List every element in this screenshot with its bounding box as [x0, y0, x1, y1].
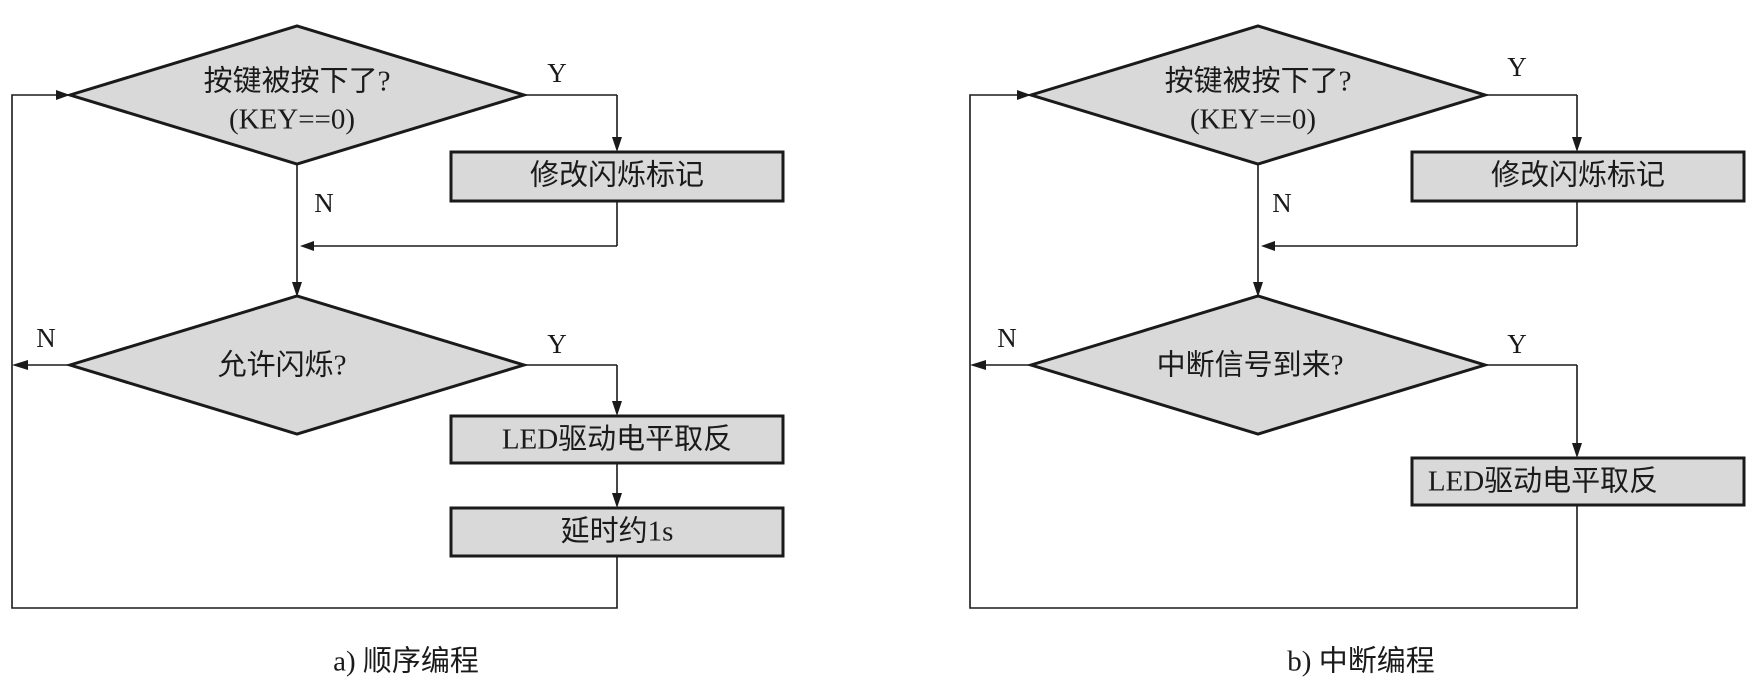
a-no1-arrow-down: [292, 282, 302, 297]
b-key-condition-label: (KEY==0): [1190, 104, 1316, 136]
b-yes2-arrow-down: [1572, 443, 1582, 458]
a-yes2-arrow-down: [612, 401, 622, 416]
a-no1-label: N: [314, 188, 334, 218]
b-process-modify-flag: [1410, 150, 1746, 203]
a-allow-blink-label: 允许闪烁?: [218, 349, 347, 382]
b-key-question-label: 按键被按下了?: [1165, 65, 1352, 98]
b-led-toggle-label: LED驱动电平取反: [1428, 465, 1658, 498]
a-loop-back-arrow-right: [56, 90, 70, 100]
b-no2-arrow-left: [970, 360, 986, 370]
a-led-toggle-label: LED驱动电平取反: [502, 423, 732, 456]
a-key-question-label: 按键被按下了?: [204, 65, 391, 98]
a-delay-label: 延时约1s: [561, 515, 674, 548]
a-loop-back-line: [11, 94, 618, 609]
a-no2-label: N: [36, 323, 56, 353]
b-caption: b) 中断编程: [1287, 645, 1434, 678]
a-yes1-label: Y: [547, 58, 567, 88]
b-no1-arrow-down: [1253, 282, 1263, 297]
a-process-modify-flag: [449, 150, 785, 203]
b-modify-flag-label: 修改闪烁标记: [1491, 159, 1665, 192]
b-yes1-label: Y: [1507, 52, 1527, 82]
b-no2-label: N: [997, 323, 1017, 353]
a-process-delay: [449, 506, 785, 558]
flowchart-a: 按键被按下了? (KEY==0) Y 修改闪烁标记 N 允许闪烁? N Y LE: [11, 24, 785, 678]
b-loop-back-arrow-right: [1017, 90, 1031, 100]
a-modify-flag-label: 修改闪烁标记: [530, 159, 704, 192]
flowchart-b: 按键被按下了? (KEY==0) Y 修改闪烁标记 N 中断信号到来? N Y: [969, 24, 1746, 678]
a-caption: a) 顺序编程: [333, 645, 479, 678]
a-key-condition-label: (KEY==0): [229, 104, 355, 136]
a-no2-arrow-left: [12, 360, 28, 370]
a-merge-arrow-left: [300, 241, 314, 251]
b-process-led-toggle: [1410, 456, 1746, 507]
b-merge-arrow-left: [1261, 241, 1275, 251]
b-yes2-label: Y: [1507, 329, 1527, 359]
b-yes1-arrow-down: [1572, 137, 1582, 152]
b-loop-back-line: [969, 94, 1578, 609]
a-yes2-label: Y: [547, 329, 567, 359]
b-interrupt-question-label: 中断信号到来?: [1157, 349, 1344, 382]
a-yes1-arrow-down: [612, 137, 622, 152]
a-led-delay-arrow-down: [612, 493, 622, 508]
b-no1-label: N: [1272, 188, 1292, 218]
